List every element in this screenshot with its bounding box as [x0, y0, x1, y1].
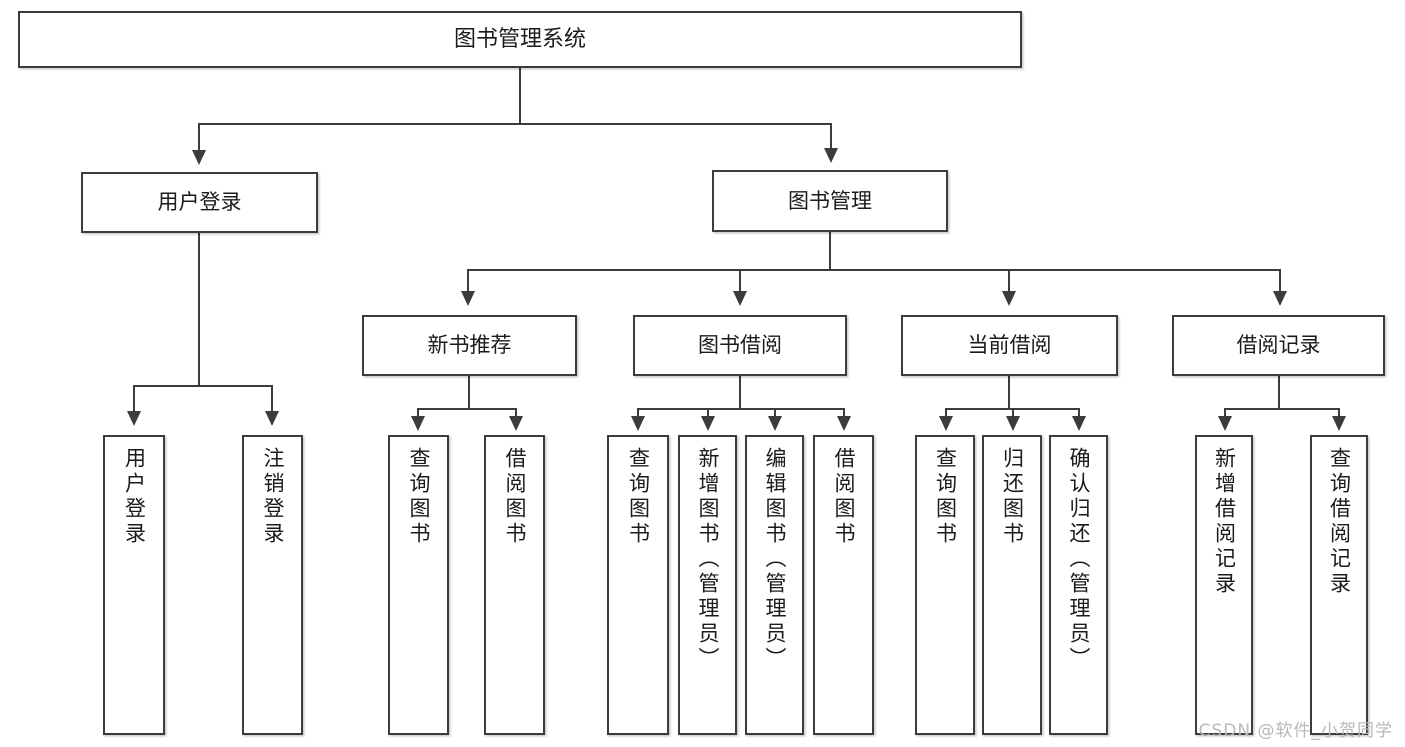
connector-new-book-l2: [515, 408, 517, 418]
node-label: 新增借阅记录: [1212, 447, 1237, 597]
node-label: 借阅图书: [832, 447, 856, 547]
arrow-borrow-l2: [701, 416, 715, 431]
leaf-query-book-borrow[interactable]: 查询图书: [607, 435, 669, 735]
arrow-borrow-l1: [631, 416, 645, 431]
connector-new-book-stem: [468, 376, 470, 408]
node-label: 注销登录: [261, 447, 285, 547]
connector-borrow-l4: [843, 408, 845, 418]
arrow-current-l3: [1072, 416, 1086, 431]
connector-current-l1: [945, 408, 947, 418]
connector-book-mgmt-c4: [1279, 269, 1281, 293]
arrow-book-mgmt-c3: [1002, 291, 1016, 306]
leaf-edit-book-admin[interactable]: 编辑图书（管理员）: [745, 435, 804, 735]
leaf-query-book-current[interactable]: 查询图书: [915, 435, 975, 735]
connector-user-login-l2: [271, 385, 273, 413]
node-label: 借阅记录: [1236, 333, 1321, 358]
node-label: 查询图书: [407, 447, 431, 547]
connector-book-mgmt-c1: [467, 269, 469, 293]
connector-current-l3: [1078, 408, 1080, 418]
connector-root-bus: [198, 123, 832, 125]
node-label: 用户登录: [157, 190, 242, 215]
connector-record-bus: [1224, 408, 1340, 410]
connector-record-l1: [1224, 408, 1226, 418]
node-label: 查询借阅记录: [1327, 447, 1352, 597]
arrow-root-to-user-login: [192, 150, 206, 165]
connector-new-book-bus: [417, 408, 517, 410]
connector-book-mgmt-c3: [1008, 269, 1010, 293]
connector-book-mgmt-stem: [829, 232, 831, 269]
leaf-borrow-book-new[interactable]: 借阅图书: [484, 435, 545, 735]
arrow-user-login-l1: [127, 411, 141, 426]
connector-user-login-bus: [133, 385, 272, 387]
connector-borrow-bus: [637, 408, 845, 410]
arrow-borrow-l3: [768, 416, 782, 431]
leaf-query-borrow-record[interactable]: 查询借阅记录: [1310, 435, 1368, 735]
connector-book-mgmt-c2: [739, 269, 741, 293]
connector-root-to-book-mgmt: [830, 123, 832, 151]
node-current-borrowing[interactable]: 当前借阅: [901, 315, 1118, 376]
node-label: 查询图书: [933, 447, 958, 547]
arrow-current-l1: [939, 416, 953, 431]
arrow-new-book-l2: [509, 416, 523, 431]
connector-current-l2: [1012, 408, 1014, 418]
connector-new-book-l1: [417, 408, 419, 418]
connector-record-l2: [1338, 408, 1340, 418]
connector-book-mgmt-bus: [467, 269, 1279, 271]
connector-record-stem: [1278, 376, 1280, 408]
node-label: 新增图书（管理员）: [696, 447, 720, 672]
node-label: 归还图书: [1000, 447, 1025, 547]
leaf-query-book-new[interactable]: 查询图书: [388, 435, 449, 735]
arrow-current-l2: [1006, 416, 1020, 431]
leaf-return-book[interactable]: 归还图书: [982, 435, 1042, 735]
leaf-confirm-return-admin[interactable]: 确认归还（管理员）: [1049, 435, 1108, 735]
node-label: 当前借阅: [967, 333, 1052, 358]
node-label: 图书管理: [788, 188, 872, 213]
arrow-record-l1: [1218, 416, 1232, 431]
connector-borrow-l3: [774, 408, 776, 418]
arrow-book-mgmt-c4: [1273, 291, 1287, 306]
leaf-user-login[interactable]: 用户登录: [103, 435, 165, 735]
node-label: 借阅图书: [503, 447, 527, 547]
node-book-borrowing[interactable]: 图书借阅: [633, 315, 847, 376]
arrow-record-l2: [1332, 416, 1346, 431]
arrow-new-book-l1: [411, 416, 425, 431]
watermark: CSDN @软件_小贺同学: [1198, 721, 1393, 741]
connector-current-stem: [1008, 376, 1010, 408]
node-book-management[interactable]: 图书管理: [712, 170, 948, 232]
node-label: 查询图书: [626, 447, 651, 547]
connector-borrow-stem: [739, 376, 741, 408]
arrow-book-mgmt-c1: [461, 291, 475, 306]
node-label: 确认归还（管理员）: [1067, 447, 1091, 672]
arrow-user-login-l2: [265, 411, 279, 426]
node-root-book-management-system[interactable]: 图书管理系统: [18, 11, 1022, 68]
leaf-add-book-admin[interactable]: 新增图书（管理员）: [678, 435, 737, 735]
node-new-book-recommendation[interactable]: 新书推荐: [362, 315, 577, 376]
connector-root-to-user-login: [198, 123, 200, 153]
node-label: 用户登录: [122, 447, 147, 547]
node-user-login[interactable]: 用户登录: [81, 172, 318, 233]
arrow-borrow-l4: [837, 416, 851, 431]
connector-borrow-l1: [637, 408, 639, 418]
leaf-borrow-book[interactable]: 借阅图书: [813, 435, 874, 735]
arrow-book-mgmt-c2: [733, 291, 747, 306]
node-label: 图书管理系统: [453, 26, 586, 52]
node-label: 新书推荐: [427, 333, 512, 358]
arrow-root-to-book-mgmt: [824, 148, 838, 163]
connector-user-login-l1: [133, 385, 135, 413]
connector-user-login-stem: [198, 233, 200, 385]
node-borrowing-record[interactable]: 借阅记录: [1172, 315, 1385, 376]
node-label: 图书借阅: [698, 333, 782, 358]
connector-root-stem: [519, 68, 521, 123]
node-label: 编辑图书（管理员）: [763, 447, 787, 672]
leaf-logout[interactable]: 注销登录: [242, 435, 303, 735]
leaf-add-borrow-record[interactable]: 新增借阅记录: [1195, 435, 1253, 735]
connector-borrow-l2: [707, 408, 709, 418]
